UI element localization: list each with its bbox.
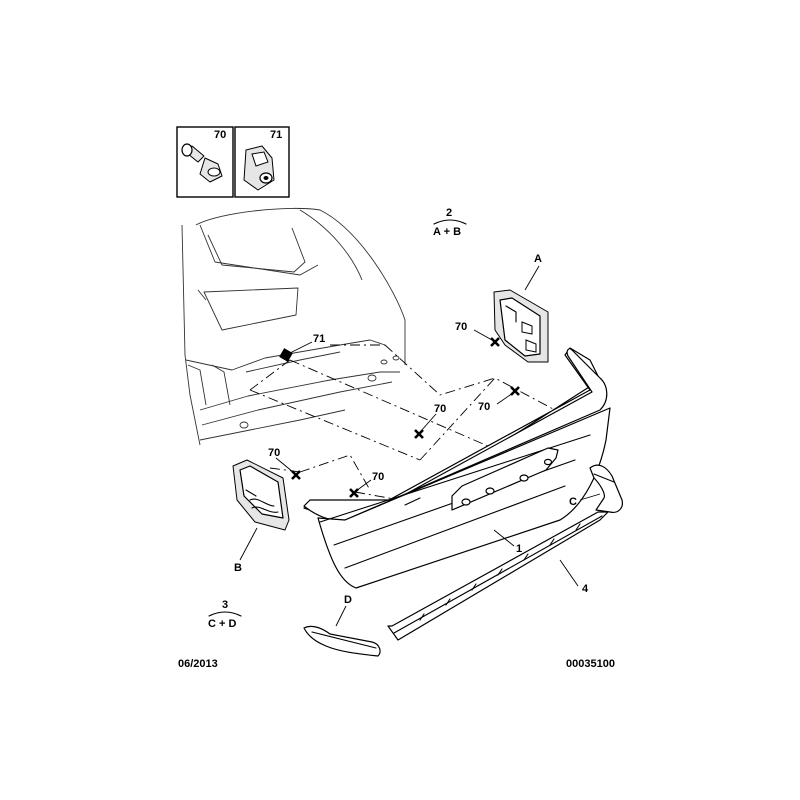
callout-d: D [344, 594, 352, 606]
group-2-brace [433, 219, 467, 225]
bolt-icon [181, 143, 223, 183]
group-2-number: 2 [446, 207, 452, 219]
fastener-71-marker [279, 348, 293, 362]
group-2: 2 A + B [433, 207, 467, 238]
legend-label-71: 71 [270, 129, 282, 141]
callout-70-e: 70 [372, 471, 384, 483]
callout-70-c: 70 [434, 403, 446, 415]
group-3-number: 3 [222, 599, 228, 611]
fastener-70-marker-a [490, 337, 500, 347]
callout-labels: A B C D 1 4 70 70 70 70 70 71 [234, 253, 589, 606]
callout-70-d: 70 [268, 447, 280, 459]
bumper-shell [303, 347, 611, 589]
group-3: 3 C + D [208, 599, 242, 630]
trim-c [589, 464, 623, 513]
callout-70-a: 70 [455, 321, 467, 333]
bracket-a [493, 289, 549, 363]
group-3-brace [208, 611, 242, 617]
callout-part-1: 1 [516, 543, 522, 555]
fastener-markers [279, 337, 520, 498]
callout-71: 71 [313, 333, 325, 345]
fastener-legend: 70 71 [176, 126, 290, 198]
mounting-guide-lines [249, 344, 556, 501]
bracket-b [232, 459, 290, 531]
leader-lines [239, 265, 601, 627]
callout-c: C [569, 496, 577, 508]
callout-a: A [534, 253, 542, 265]
callout-b: B [234, 562, 242, 574]
group-2-parts: A + B [433, 226, 461, 238]
footer-date: 06/2013 [178, 658, 218, 670]
lower-strip-4 [387, 511, 609, 641]
fastener-70-marker-c [414, 429, 424, 439]
clip-icon [243, 145, 275, 191]
car-body-outline [181, 207, 406, 446]
footer-reference: 00035100 [566, 658, 615, 670]
callout-70-b: 70 [478, 401, 490, 413]
trim-d [303, 625, 381, 657]
legend-label-70: 70 [214, 129, 226, 141]
fastener-70-marker-d [291, 470, 301, 480]
group-3-parts: C + D [208, 618, 236, 630]
callout-part-4: 4 [582, 583, 589, 595]
